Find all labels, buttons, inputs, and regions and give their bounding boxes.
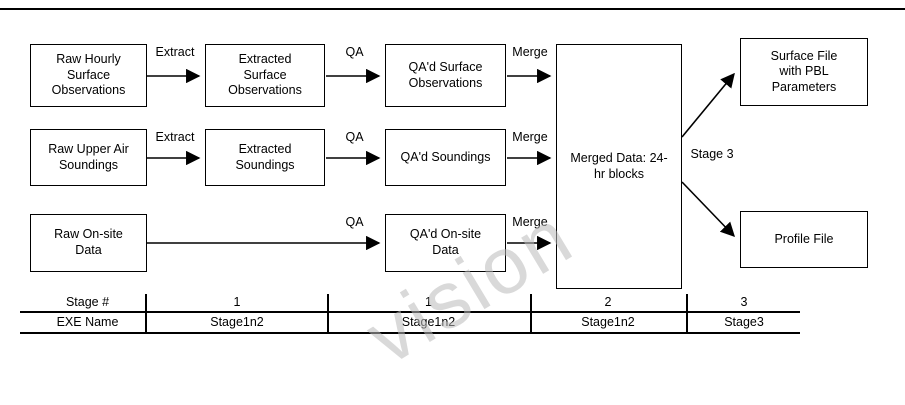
box-qad-surface-observations: QA'd Surface Observations bbox=[385, 44, 506, 107]
arrow-label-qa-2: QA bbox=[345, 130, 364, 144]
box-merged-data: Merged Data: 24-hr blocks bbox=[556, 44, 682, 289]
box-raw-upper-air-soundings: Raw Upper Air Soundings bbox=[30, 129, 147, 186]
arrow-label-qa-3: QA bbox=[345, 215, 364, 229]
table-tick-2 bbox=[327, 294, 329, 332]
box-qad-soundings: QA'd Soundings bbox=[385, 129, 506, 186]
table-cell-stage-2: 1 bbox=[425, 295, 432, 309]
table-tick-4 bbox=[686, 294, 688, 332]
arrow-label-qa-1: QA bbox=[345, 45, 364, 59]
table-row-label-stage: Stage # bbox=[65, 295, 110, 309]
table-cell-stage-1: 1 bbox=[233, 295, 241, 309]
box-profile-file: Profile File bbox=[740, 211, 868, 268]
arrow-label-merge-1: Merge bbox=[512, 45, 548, 59]
page-top-rule bbox=[0, 8, 905, 10]
box-qad-onsite-data: QA'd On-site Data bbox=[385, 214, 506, 272]
box-extracted-soundings: Extracted Soundings bbox=[205, 129, 325, 186]
table-cell-exe-1: Stage1n2 bbox=[210, 315, 264, 329]
table-rule-bottom bbox=[20, 332, 800, 334]
arrow-stage3-upper bbox=[681, 72, 735, 138]
arrow-label-merge-3: Merge bbox=[512, 215, 548, 229]
box-raw-onsite-data: Raw On-site Data bbox=[30, 214, 147, 272]
arrow-label-stage3: Stage 3 bbox=[690, 147, 734, 161]
table-cell-stage-4: 3 bbox=[740, 295, 748, 309]
box-surface-file-pbl: Surface File with PBL Parameters bbox=[740, 38, 868, 106]
table-cell-exe-3: Stage1n2 bbox=[581, 315, 635, 329]
box-extracted-surface-observations: Extracted Surface Observations bbox=[205, 44, 325, 107]
table-row-label-exe: EXE Name bbox=[56, 315, 119, 329]
table-tick-1 bbox=[145, 294, 147, 332]
table-cell-stage-3: 2 bbox=[604, 295, 612, 309]
table-cell-exe-2: Stage1n2 bbox=[401, 315, 456, 329]
arrow-label-extract-2: Extract bbox=[155, 130, 195, 144]
arrow-label-extract-1: Extract bbox=[155, 45, 195, 59]
table-tick-3 bbox=[530, 294, 532, 332]
arrow-stage3-lower bbox=[681, 181, 735, 238]
table-rule-middle bbox=[20, 311, 800, 313]
arrow-label-merge-2: Merge bbox=[512, 130, 548, 144]
box-raw-hourly-surface-observations: Raw Hourly Surface Observations bbox=[30, 44, 147, 107]
table-cell-exe-4: Stage3 bbox=[724, 315, 764, 329]
